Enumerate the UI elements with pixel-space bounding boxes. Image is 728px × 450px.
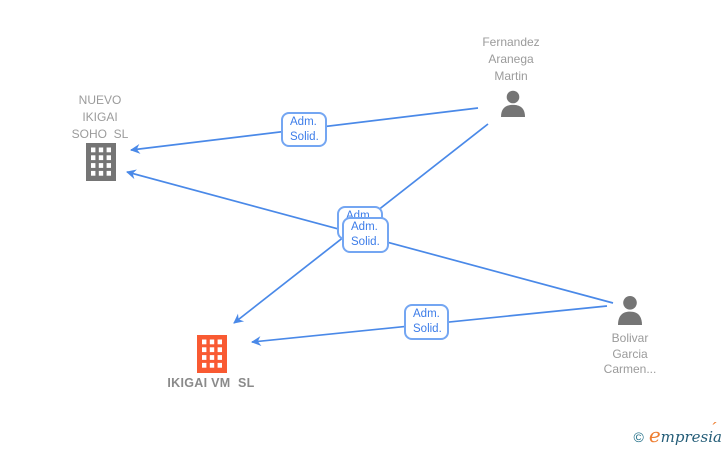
node-label-nuevo-ikigai-soho[interactable]: NUEVO IKIGAI SOHO SL [71,93,129,141]
logo-letter-i: ´ i [708,421,716,446]
person-icon-fernandez[interactable] [499,90,527,117]
edge-label-adm-solid-top[interactable]: Adm. Solid. [281,112,327,147]
node-label-ikigai-vm[interactable]: IKIGAI VM SL [167,376,255,390]
company-building-icon-focus[interactable] [197,335,227,373]
logo-letter-e: e [648,423,661,447]
person-icon-bolivar[interactable] [616,295,644,325]
logo-text: mpres [660,428,709,446]
person-icon [501,90,525,117]
copyright-icon: © [633,429,644,445]
empresia-logo[interactable]: © e mpres ´ i a [633,421,722,447]
edge-label-adm-solid-bottom[interactable]: Adm. Solid. [404,304,449,340]
building-icon [197,335,227,373]
company-building-icon[interactable] [86,143,116,181]
logo-accent-icon: ´ [709,421,717,437]
edge-label-adm-solid-front[interactable]: Adm. Solid. [342,217,389,253]
node-label-bolivar-garcia-carmen[interactable]: Bolivar Garcia Carmen... [603,331,657,376]
building-icon [86,143,116,181]
person-icon [618,296,642,325]
node-label-fernandez-aranega-martin[interactable]: Fernandez Aranega Martin [482,35,540,83]
logo-text-tail: a [713,428,722,446]
logo-i-char: i [708,428,714,446]
